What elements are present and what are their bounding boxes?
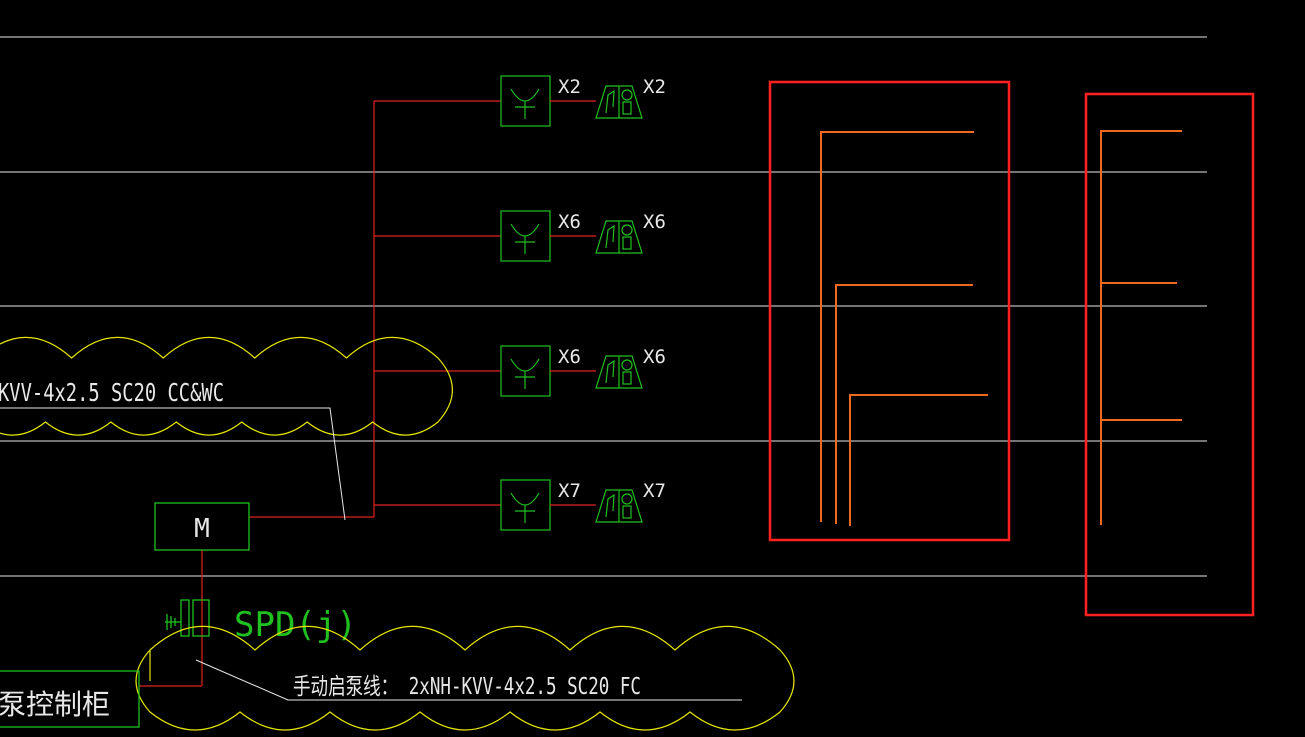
device-row[interactable]: X6 X6 [374, 345, 666, 397]
riser-diagram-left [768, 80, 1011, 542]
upper-cable-note: KVV-4x2.5 SC20 CC&WC [0, 378, 224, 407]
device-row[interactable]: X7 X7 [374, 479, 666, 531]
motor-label: M [194, 514, 210, 544]
floor-lines [0, 36, 1207, 577]
device-row[interactable]: X2 X2 [374, 75, 666, 127]
sound-light-alarm-icon [595, 489, 643, 523]
riser-diagrams [768, 80, 1255, 617]
device-label-right: X7 [643, 480, 666, 502]
fire-hydrant-button-icon [500, 210, 551, 262]
lower-revision-cloud [135, 625, 795, 731]
device-label-right: X6 [643, 346, 666, 368]
sound-light-alarm-icon [595, 355, 643, 389]
device-label-left: X7 [558, 480, 581, 502]
riser-line [835, 284, 973, 524]
fire-hydrant-button-icon [500, 75, 551, 127]
revision-clouds [0, 336, 795, 731]
fire-hydrant-button-icon [500, 479, 551, 531]
note-leaders [0, 407, 742, 701]
device-row[interactable]: X6 X6 [374, 210, 666, 262]
fire-hydrant-button-icon [500, 345, 551, 397]
spd-label: SPD(j) [234, 605, 357, 645]
cable-runs [139, 101, 375, 687]
riser-frame [768, 80, 1011, 542]
pump-control-cabinet[interactable]: 泵控制柜 [0, 670, 140, 728]
device-label-left: X6 [558, 211, 581, 233]
sound-light-alarm-icon [595, 85, 643, 119]
device-label-right: X2 [643, 76, 666, 98]
surge-protector[interactable]: SPD(j) [165, 599, 357, 645]
lower-cable-note: 手动启泵线： 2xNH-KVV-4x2.5 SC20 FC [293, 674, 641, 700]
cabinet-label: 泵控制柜 [0, 688, 110, 721]
device-label-left: X2 [558, 76, 581, 98]
riser-diagram-right [1084, 92, 1255, 617]
riser-line [849, 394, 988, 526]
sound-light-alarm-icon [595, 220, 643, 254]
main-cable [249, 101, 375, 518]
device-label-right: X6 [643, 211, 666, 233]
riser-frame [1084, 92, 1255, 617]
motor-box[interactable]: M [154, 502, 250, 551]
upper-revision-cloud [0, 336, 453, 436]
riser-line [1100, 130, 1182, 525]
device-label-left: X6 [558, 346, 581, 368]
surge-protector-icon [165, 599, 210, 637]
riser-line [820, 131, 974, 522]
